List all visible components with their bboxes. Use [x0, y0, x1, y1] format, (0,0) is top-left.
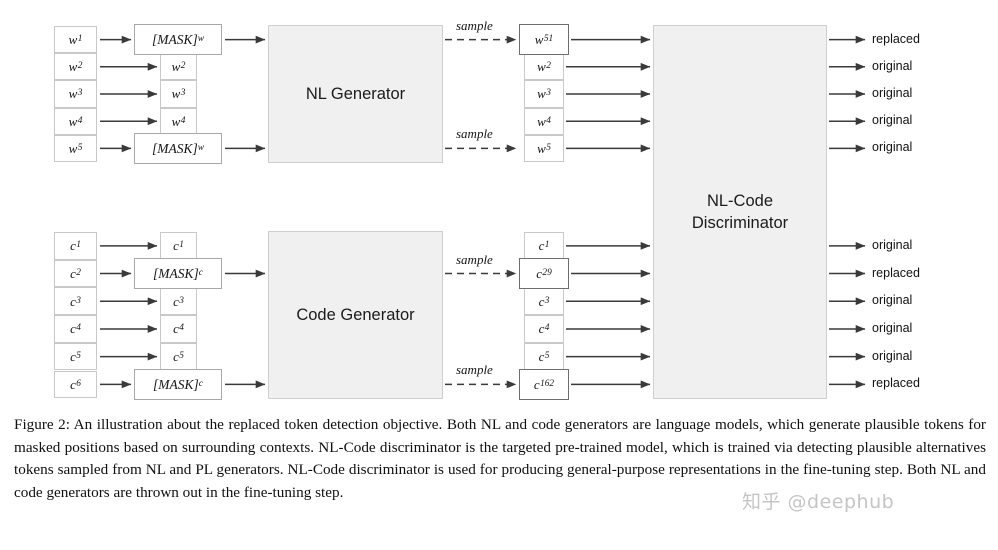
masked-token-box: [MASK]w [134, 132, 222, 164]
caption-text: Figure 2: An illustration about the repl… [14, 416, 986, 501]
connector-layer [100, 35, 866, 389]
code-generator: Code Generator [268, 231, 443, 400]
masked-token-box: [MASK]w [134, 24, 222, 56]
decision-label-original: original [872, 293, 913, 308]
decision-label-original: original [872, 348, 913, 363]
decision-label-original: original [872, 140, 913, 155]
nl-code-discriminator: NL-Code Discriminator [653, 25, 827, 400]
masked-token-box: [MASK]c [134, 368, 222, 401]
sample-label: sample [456, 17, 493, 33]
decision-label-original: original [872, 113, 913, 128]
decision-label-original: original [872, 86, 913, 100]
decision-label-original: original [872, 320, 913, 335]
masked-token-box: [MASK]c [134, 257, 222, 290]
sample-label: sample [456, 362, 493, 378]
nl-generator: NL Generator [268, 25, 443, 163]
decision-label-replaced: replaced [872, 31, 920, 46]
sample-label: sample [456, 251, 493, 267]
decision-label-replaced: replaced [872, 376, 920, 391]
decision-label-replaced: replaced [872, 265, 920, 280]
decision-label-original: original [872, 58, 913, 73]
decision-label-original: original [872, 237, 913, 252]
sample-label: sample [456, 126, 493, 142]
figure-caption: Figure 2: An illustration about the repl… [14, 414, 986, 504]
